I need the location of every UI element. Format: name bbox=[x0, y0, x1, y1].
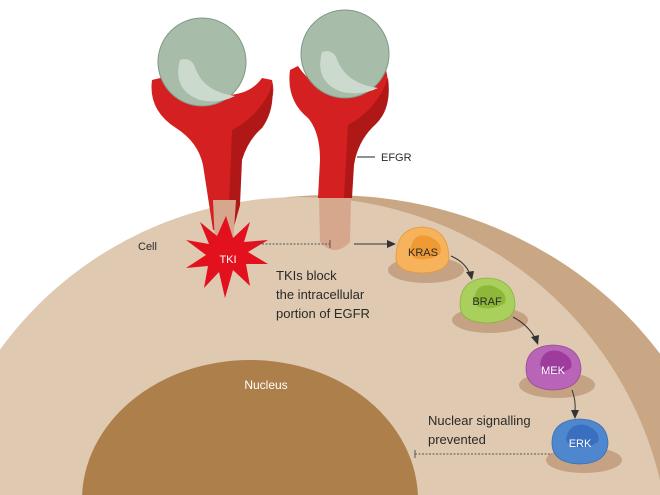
braf-protein: BRAF bbox=[452, 277, 528, 333]
mek-label: MEK bbox=[541, 365, 566, 377]
nucleus bbox=[82, 360, 418, 495]
mek-protein: MEK bbox=[519, 344, 595, 398]
nucleus-label: Nucleus bbox=[244, 378, 287, 392]
tki-note-line-3: portion of EGFR bbox=[276, 306, 370, 321]
nuclear-note-line-1: Nuclear signalling bbox=[428, 413, 531, 428]
tki-note-line-1: TKIs block bbox=[276, 268, 337, 283]
egfr-receptor-left bbox=[151, 17, 274, 249]
arrow-braf-mek bbox=[512, 316, 536, 339]
nuclear-note-line-2: prevented bbox=[428, 432, 486, 447]
egfr-receptor-right bbox=[289, 9, 390, 250]
erk-label: ERK bbox=[569, 438, 592, 450]
cell-label: Cell bbox=[138, 241, 157, 253]
braf-label: BRAF bbox=[472, 296, 502, 308]
arrow-mek-erk-head bbox=[571, 410, 579, 419]
kras-protein: KRAS bbox=[388, 226, 464, 283]
kras-label: KRAS bbox=[408, 247, 438, 259]
arrow-braf-mek-head bbox=[531, 335, 539, 345]
ligand-left bbox=[157, 17, 247, 107]
arrow-egfr-kras-head bbox=[387, 240, 396, 248]
egfr-label: EFGR bbox=[381, 152, 412, 164]
tki-star bbox=[186, 216, 268, 298]
erk-protein: ERK bbox=[546, 418, 622, 473]
tki-note-line-2: the intracellular bbox=[276, 287, 365, 302]
arrow-kras-braf-head bbox=[466, 271, 474, 280]
tki-label: TKI bbox=[219, 254, 236, 266]
